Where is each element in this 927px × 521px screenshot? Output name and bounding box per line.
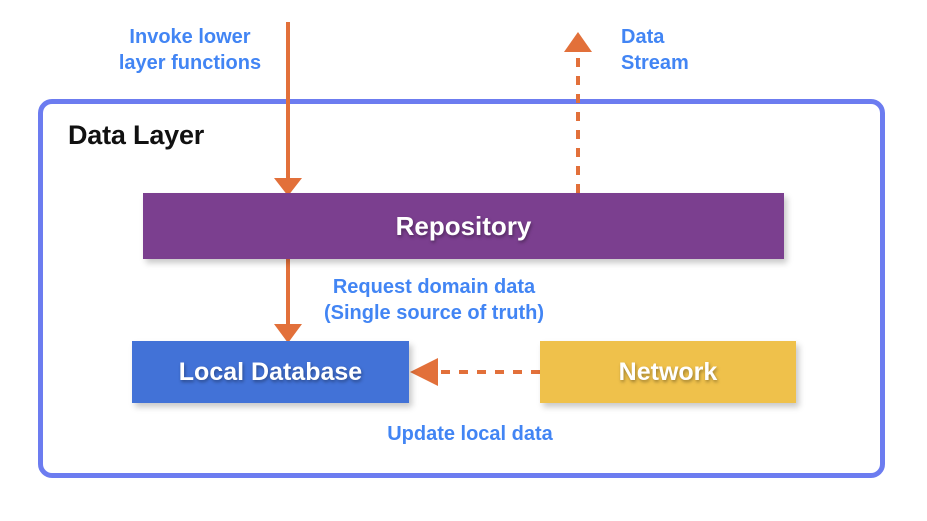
node-repository[interactable]: Repository [143,193,784,259]
label-data-stream: Data Stream [621,26,689,74]
node-local-database[interactable]: Local Database [132,341,409,403]
arrow-update-local-data [410,358,540,386]
label-update-local-data: Update local data [387,423,553,445]
data-layer-container [38,99,885,478]
node-repository-label: Repository [395,210,532,241]
arrow-data-stream [564,32,592,193]
arrow-invoke-lower-layer [274,22,302,196]
label-request-domain-data: Request domain data (Single source of tr… [324,276,544,324]
label-invoke-lower-layer-functions: Invoke lower layer functions [118,26,262,74]
node-local-database-label: Local Database [178,357,363,386]
node-network-label: Network [618,357,718,386]
data-layer-title: Data Layer [68,120,205,150]
node-network[interactable]: Network [540,341,796,403]
arrow-request-domain-data [274,259,302,343]
